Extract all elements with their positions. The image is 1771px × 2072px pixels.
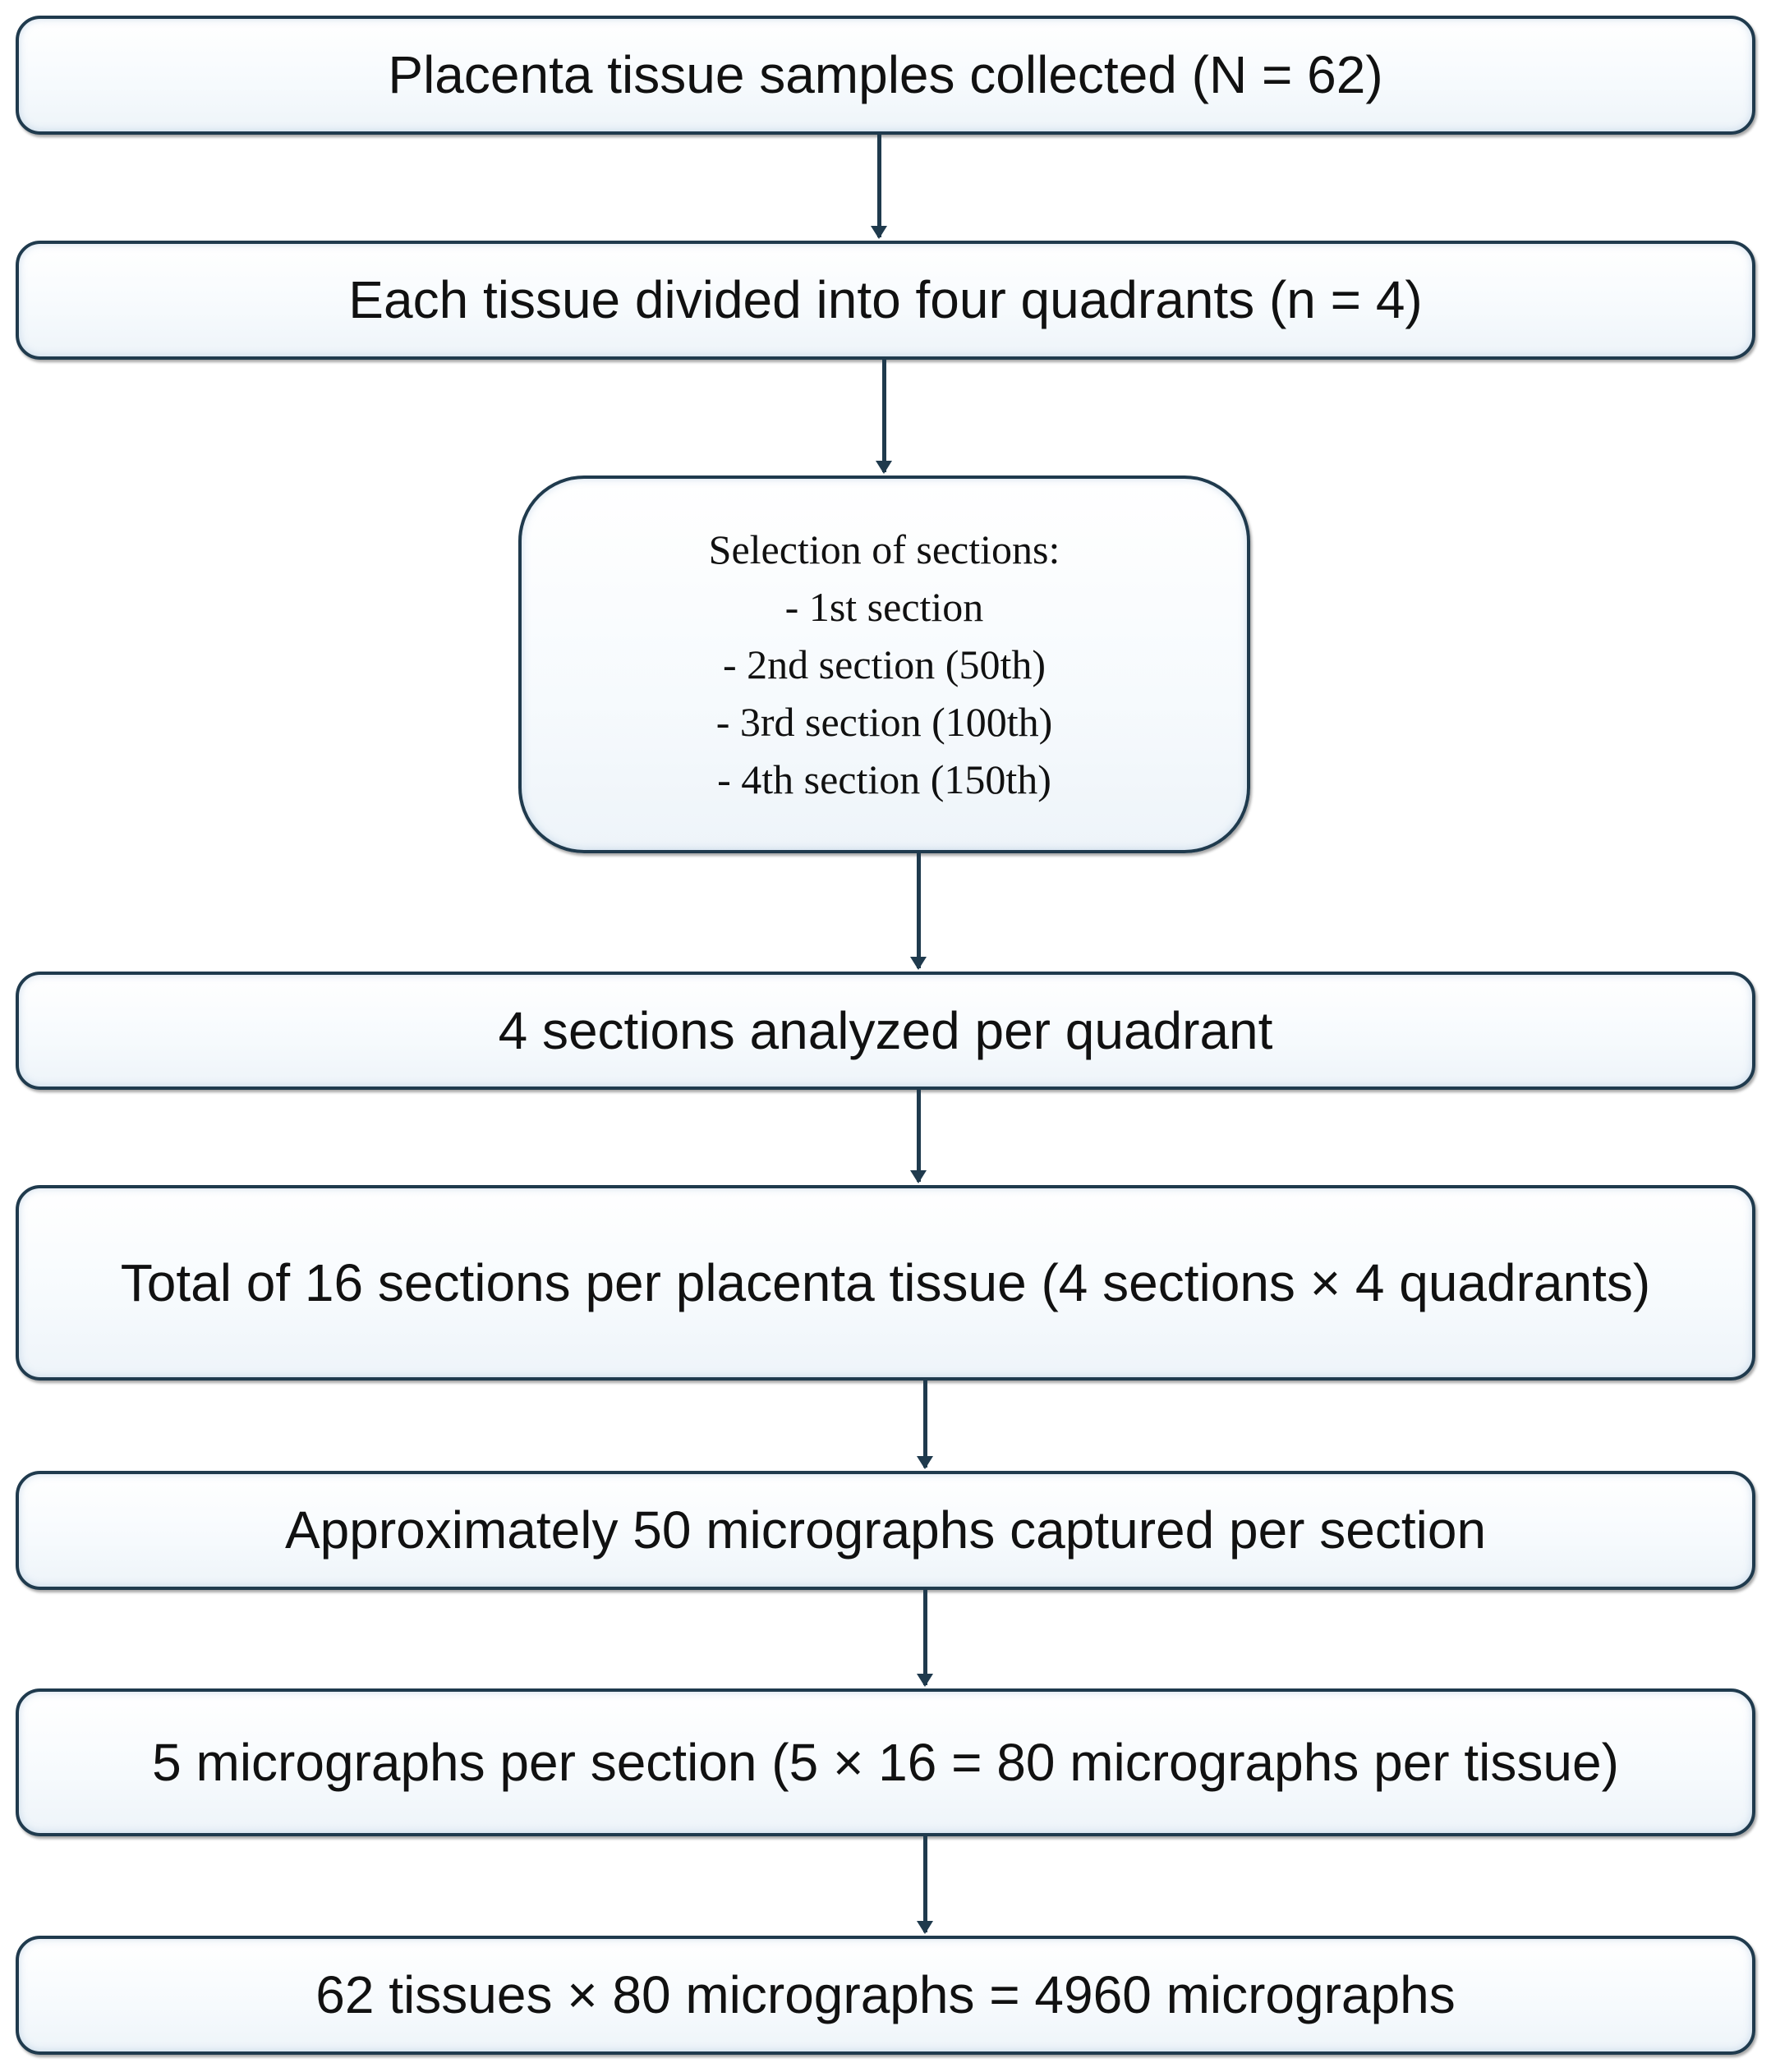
arrow-6 [917, 1590, 933, 1687]
selection-title: Selection of sections: [708, 526, 1060, 572]
step-micrographs-captured: Approximately 50 micrographs captured pe… [16, 1471, 1755, 1590]
selection-of-sections-box: Selection of sections: - 1st section - 2… [518, 476, 1250, 853]
arrow-4 [910, 1090, 927, 1183]
step-total-sections: Total of 16 sections per placenta tissue… [16, 1185, 1755, 1381]
step-text: 4 sections analyzed per quadrant [498, 1000, 1273, 1060]
selection-item: - 4th section (150th) [717, 756, 1051, 802]
step-text: Each tissue divided into four quadrants … [348, 270, 1423, 330]
step-text: Total of 16 sections per placenta tissue… [120, 1252, 1651, 1312]
step-samples-collected: Placenta tissue samples collected (N = 6… [16, 16, 1755, 135]
step-quadrants: Each tissue divided into four quadrants … [16, 241, 1755, 360]
step-text: 62 tissues × 80 micrographs = 4960 micro… [315, 1965, 1456, 2025]
step-total-micrographs: 62 tissues × 80 micrographs = 4960 micro… [16, 1936, 1755, 2055]
step-text: 5 micrographs per section (5 × 16 = 80 m… [152, 1732, 1619, 1792]
arrow-1 [871, 135, 887, 239]
arrow-2 [876, 360, 892, 474]
step-sections-per-quadrant: 4 sections analyzed per quadrant [16, 972, 1755, 1090]
arrow-3 [910, 853, 927, 970]
arrow-5 [917, 1381, 933, 1469]
arrow-7 [917, 1836, 933, 1934]
selection-item: - 3rd section (100th) [715, 699, 1053, 745]
step-micrographs-per-section: 5 micrographs per section (5 × 16 = 80 m… [16, 1688, 1755, 1836]
selection-item: - 1st section [784, 584, 984, 630]
step-text: Approximately 50 micrographs captured pe… [284, 1500, 1487, 1560]
step-text: Placenta tissue samples collected (N = 6… [388, 45, 1383, 105]
selection-item: - 2nd section (50th) [723, 641, 1046, 687]
